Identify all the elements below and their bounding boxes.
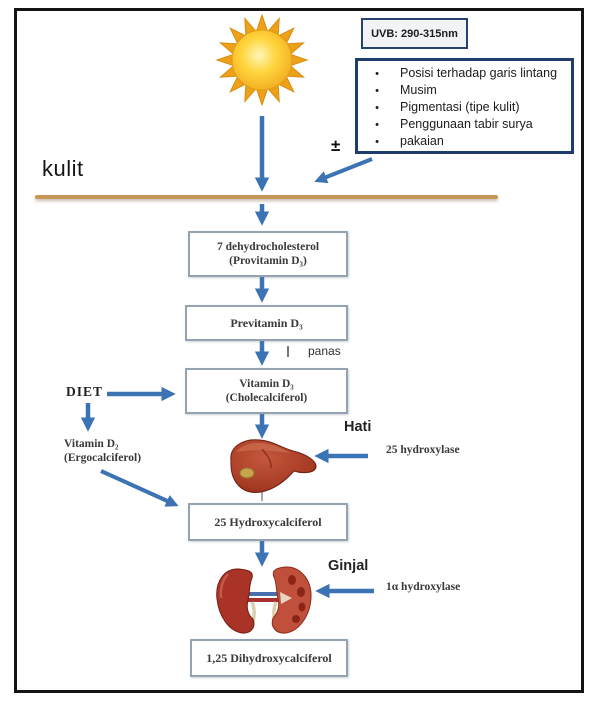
1a-hydroxylase-label: 1α hydroxylase — [386, 581, 461, 593]
factor-label: Posisi terhadap garis lintang — [400, 66, 558, 80]
vitamin-d2-line2: (Ergocalciferol) — [64, 452, 142, 464]
previtamin-d3-box: Previtamin D₃ — [185, 305, 348, 341]
uvb-label: UVB: 290-315nm — [371, 27, 458, 40]
list-item: • Posisi terhadap garis lintang — [358, 66, 571, 83]
bullet-icon: • — [375, 119, 379, 131]
diagram-border — [14, 8, 584, 693]
list-item: • Musim — [358, 83, 571, 100]
vitamin-d3-line1: Vitamin D₃ — [239, 378, 294, 390]
skin-label: kulit — [42, 156, 84, 181]
sun-icon — [215, 13, 309, 107]
uvb-factors-box: • Posisi terhadap garis lintang • Musim … — [355, 58, 574, 154]
125-dihydroxycalciferol-line1: 1,25 Dihydroxycalciferol — [206, 651, 332, 665]
panas-label: panas — [308, 344, 341, 358]
vitamin-d2-line1: Vitamin D₂ — [64, 438, 119, 450]
factor-label: Pigmentasi (tipe kulit) — [400, 100, 520, 114]
arrow-factors-to-skin — [314, 157, 373, 184]
provitamin-line2: (Provitamin D₃) — [229, 255, 307, 267]
factor-label: pakaian — [400, 134, 444, 148]
list-item: • Pigmentasi (tipe kulit) — [358, 100, 571, 117]
liver-icon — [230, 439, 317, 493]
bullet-icon: • — [375, 102, 379, 114]
provitamin-line1: 7 dehydrocholesterol — [216, 241, 320, 253]
vitamin-d3-line2: (Cholecalciferol) — [225, 392, 308, 404]
skin-surface-line — [35, 195, 498, 199]
bullet-icon: • — [375, 85, 379, 97]
list-item: • pakaian — [358, 134, 571, 151]
factor-label: Musim — [400, 83, 437, 97]
vitamin-d3-box: Vitamin D₃ (Cholecalciferol) — [185, 368, 348, 414]
25-hydroxycalciferol-line1: 25 Hydroxycalciferol — [214, 515, 322, 529]
provitamin-d3-box: 7 dehydrocholesterol (Provitamin D₃) — [188, 231, 348, 277]
factor-label: Penggunaan tabir surya — [400, 117, 533, 131]
plus-minus-symbol: ± — [331, 136, 341, 155]
flow-arrows — [80, 116, 374, 599]
vitamin-d2-label: Vitamin D₂ (Ergocalciferol) — [64, 437, 141, 465]
liver-label: Hati — [344, 419, 372, 435]
arrow-vitd2-to-25ohd — [100, 469, 179, 507]
25-hydroxycalciferol-box: 25 Hydroxycalciferol — [188, 503, 348, 541]
previtamin-line1: Previtamin D₃ — [230, 316, 303, 330]
kidney-label: Ginjal — [328, 558, 369, 574]
bullet-icon: • — [375, 68, 379, 80]
25-hydroxylase-label: 25 hydroxylase — [386, 444, 460, 456]
125-dihydroxycalciferol-box: 1,25 Dihydroxycalciferol — [190, 639, 348, 677]
bullet-icon: • — [375, 136, 379, 148]
list-item: • Penggunaan tabir surya — [358, 117, 571, 134]
diet-label: DIET — [66, 384, 104, 399]
kidneys-icon — [216, 566, 312, 634]
uvb-wavelength-box: UVB: 290-315nm — [361, 18, 468, 49]
